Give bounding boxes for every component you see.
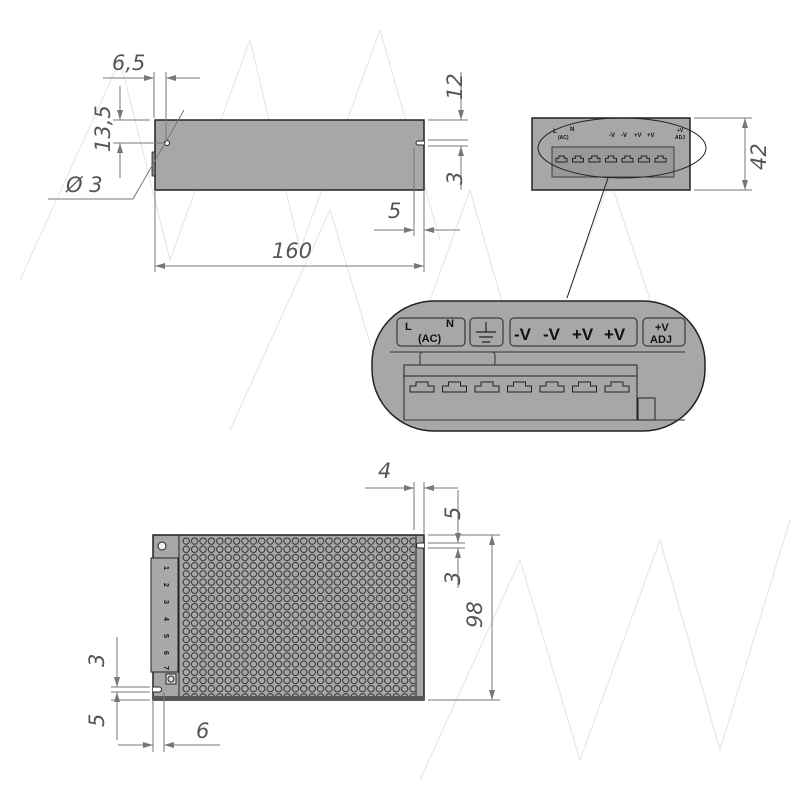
dim-notch-width-left: 3 (85, 654, 109, 667)
end-label-ac: (AC) (558, 135, 569, 141)
side-view: 6,5 13,5 Ø 3 12 3 5 160 (48, 51, 468, 272)
terminal-slot (604, 381, 630, 393)
end-label-v1: -V (609, 133, 615, 139)
dim-notch-offset-left: 6 (196, 719, 209, 743)
screw-icon (167, 675, 175, 683)
terminal-number: 4 (162, 617, 169, 621)
terminal-block (150, 557, 179, 673)
terminal-slot (638, 155, 650, 163)
label-l: L (405, 321, 412, 333)
label-output-4: +V (604, 325, 626, 344)
end-view: L N (AC) -V -V +V +V +V ADJ 42 (531, 117, 771, 299)
label-ac: (AC) (418, 333, 442, 345)
terminal-slot (555, 155, 568, 163)
terminal-number: 1 (162, 566, 169, 570)
end-label-adj-v: +V (677, 128, 684, 134)
dim-offset-right: 4 (378, 459, 391, 483)
terminal-slot (442, 381, 467, 393)
side-view-body (154, 119, 425, 191)
end-label-adj: ADJ (675, 135, 685, 141)
dim-notch-bottom: 5 (85, 714, 109, 727)
screw-icon (157, 541, 167, 551)
terminal-slot (588, 155, 601, 163)
dim-hole-diameter: Ø 3 (65, 173, 103, 197)
end-label-l: L (553, 129, 557, 135)
terminal-slot (409, 381, 435, 393)
ground-icon (469, 317, 504, 347)
dim-width: 98 (463, 601, 487, 628)
dim-height: 42 (747, 143, 771, 170)
end-label-v4: +V (647, 133, 655, 139)
label-n: N (446, 318, 454, 330)
dim-notch-width-right: 3 (441, 572, 465, 585)
dim-notch-top-right: 5 (441, 507, 465, 520)
terminal-number: 5 (162, 634, 169, 638)
label-output-2: -V (543, 325, 561, 344)
terminal-number: 3 (162, 600, 169, 604)
label-output-3: +V (572, 325, 594, 344)
label-output-1: -V (514, 325, 532, 344)
terminal-slot (572, 155, 584, 163)
detail-callout-ellipse (537, 117, 707, 179)
label-adj-v: +V (655, 322, 669, 334)
terminal-detail: L N (AC) -V -V +V +V +V ADJ (371, 300, 706, 432)
dim-notch-top: 12 (443, 73, 467, 100)
dim-hole-offset-x: 6,5 (112, 51, 145, 75)
ventilation-grid (182, 537, 415, 698)
terminal-number: 2 (162, 583, 169, 587)
top-view: 1 2 3 4 5 6 7 4 5 3 98 3 5 6 (85, 459, 500, 752)
detail-leader-line (566, 177, 609, 299)
terminal-slot (572, 381, 597, 393)
label-adj: ADJ (650, 334, 672, 346)
end-label-v3: +V (634, 133, 642, 139)
dim-length: 160 (272, 239, 312, 263)
terminal-slot (605, 155, 617, 163)
terminal-number: 7 (162, 666, 169, 670)
dim-hole-offset-y: 13,5 (91, 105, 115, 152)
terminal-slot (654, 155, 667, 163)
mounting-notch (415, 140, 424, 146)
end-label-v2: -V (621, 133, 627, 139)
dim-notch-depth: 5 (388, 199, 401, 223)
end-label-n: N (570, 127, 574, 133)
terminal-slot (621, 155, 634, 163)
terminal-slot (507, 381, 532, 393)
dim-notch-width: 3 (443, 172, 467, 185)
terminal-slot (474, 381, 500, 393)
terminal-slot (539, 381, 565, 393)
terminal-number: 6 (162, 651, 169, 655)
